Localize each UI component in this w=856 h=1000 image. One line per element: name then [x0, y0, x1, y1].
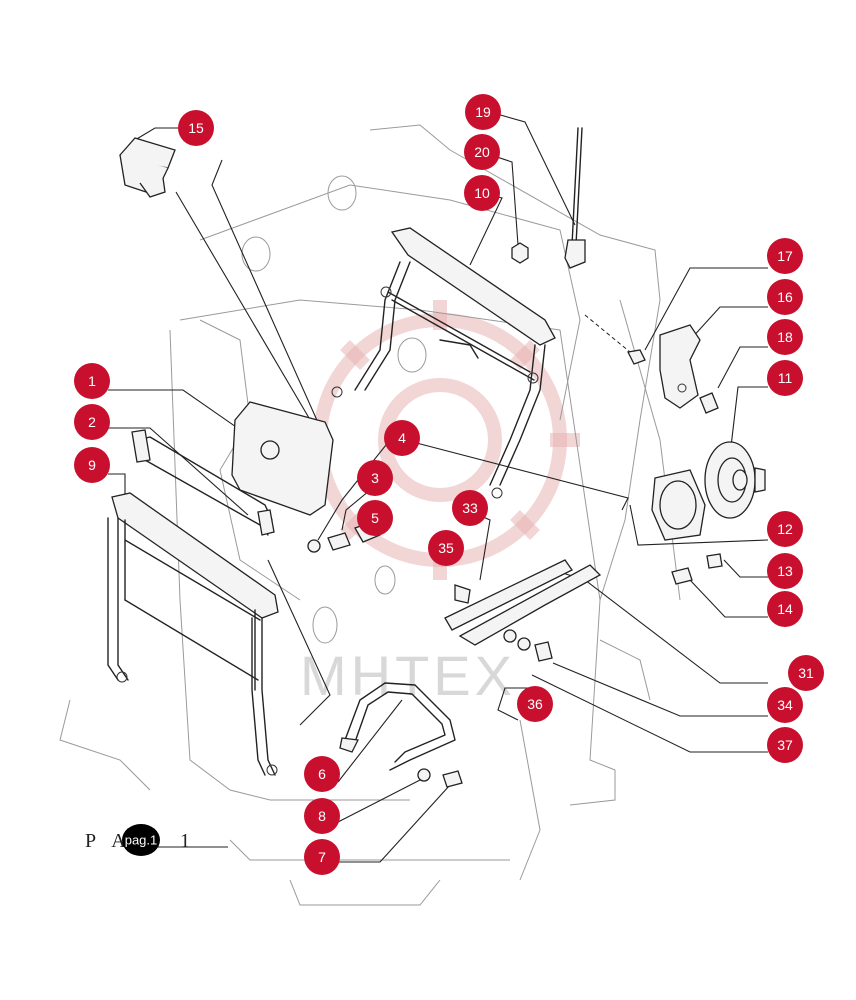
callout-7[interactable]: 7	[304, 839, 340, 875]
svg-text:20: 20	[474, 144, 490, 160]
svg-text:31: 31	[798, 665, 814, 681]
svg-text:16: 16	[777, 289, 793, 305]
watermark-text: МНТЕХ	[300, 644, 516, 707]
svg-text:12: 12	[777, 521, 793, 537]
callout-9[interactable]: 9	[74, 447, 110, 483]
svg-text:8: 8	[318, 808, 326, 824]
callout-36[interactable]: 36	[517, 686, 553, 722]
part-washer-8	[417, 768, 431, 782]
part-bracket-16	[659, 324, 701, 409]
callout-11[interactable]: 11	[767, 360, 803, 396]
svg-text:17: 17	[777, 248, 793, 264]
callout-16[interactable]: 16	[767, 279, 803, 315]
svg-text:35: 35	[438, 540, 454, 556]
part-bolt-7	[442, 770, 463, 788]
callout-19[interactable]: 19	[465, 94, 501, 130]
part-bolt-17	[584, 314, 646, 365]
callout-4[interactable]: 4	[384, 420, 420, 456]
callout-8[interactable]: 8	[304, 798, 340, 834]
svg-text:37: 37	[777, 737, 793, 753]
callout-badges: 15 19 20 10 17 16 18 11 1 2 9 4 3 5 33 3…	[74, 94, 824, 875]
svg-text:3: 3	[371, 470, 379, 486]
svg-text:19: 19	[475, 104, 491, 120]
svg-text:14: 14	[777, 601, 793, 617]
callout-5[interactable]: 5	[357, 500, 393, 536]
svg-text:11: 11	[778, 370, 793, 386]
callout-31[interactable]: 31	[788, 655, 824, 691]
callout-33[interactable]: 33	[452, 490, 488, 526]
part-fitting-3	[307, 532, 351, 553]
page-reference-letters: P A	[85, 830, 132, 852]
page-link-label: pag.1	[125, 833, 158, 848]
page-reference-number: 1	[180, 830, 196, 852]
callout-37[interactable]: 37	[767, 727, 803, 763]
part-cover-1	[231, 401, 334, 516]
cab-frame-background	[59, 124, 681, 906]
part-switch-15	[119, 137, 176, 198]
svg-text:10: 10	[474, 185, 490, 201]
svg-text:33: 33	[462, 500, 478, 516]
callout-34[interactable]: 34	[767, 687, 803, 723]
callout-1[interactable]: 1	[74, 363, 110, 399]
svg-text:2: 2	[88, 414, 96, 430]
svg-text:5: 5	[371, 510, 379, 526]
callout-14[interactable]: 14	[767, 591, 803, 627]
svg-text:4: 4	[398, 430, 406, 446]
part-handle-2	[131, 429, 275, 536]
part-washer-36	[503, 629, 517, 643]
callout-10[interactable]: 10	[464, 175, 500, 211]
part-speaker-11	[704, 441, 766, 519]
part-upper-frame-10	[331, 227, 556, 499]
part-washer-34	[517, 637, 531, 651]
svg-text:18: 18	[777, 329, 793, 345]
svg-text:7: 7	[318, 849, 326, 865]
svg-text:1: 1	[88, 373, 96, 389]
part-bushing-18	[699, 392, 719, 414]
callout-15[interactable]: 15	[178, 110, 214, 146]
callout-2[interactable]: 2	[74, 404, 110, 440]
callout-6[interactable]: 6	[304, 756, 340, 792]
part-clip-13	[706, 553, 723, 569]
callout-20[interactable]: 20	[464, 134, 500, 170]
callout-12[interactable]: 12	[767, 511, 803, 547]
part-lower-frame-9	[107, 492, 279, 776]
svg-text:15: 15	[188, 120, 204, 136]
callout-3[interactable]: 3	[357, 460, 393, 496]
part-screw-14	[671, 567, 693, 585]
part-gasket-12	[651, 469, 706, 541]
part-nut-20	[511, 242, 529, 264]
callout-17[interactable]: 17	[767, 238, 803, 274]
callout-35[interactable]: 35	[428, 530, 464, 566]
svg-text:9: 9	[88, 457, 96, 473]
part-pipe-6	[339, 682, 456, 771]
part-strip-33	[444, 559, 602, 646]
svg-text:6: 6	[318, 766, 326, 782]
callout-18[interactable]: 18	[767, 319, 803, 355]
callout-13[interactable]: 13	[767, 553, 803, 589]
page-link-badge[interactable]: pag.1	[122, 824, 160, 856]
part-nut-37	[534, 641, 553, 662]
part-antenna-19	[564, 127, 586, 269]
svg-text:13: 13	[777, 563, 793, 579]
svg-text:36: 36	[527, 696, 543, 712]
svg-text:34: 34	[777, 697, 793, 713]
page-reference: P A 1	[85, 830, 196, 852]
